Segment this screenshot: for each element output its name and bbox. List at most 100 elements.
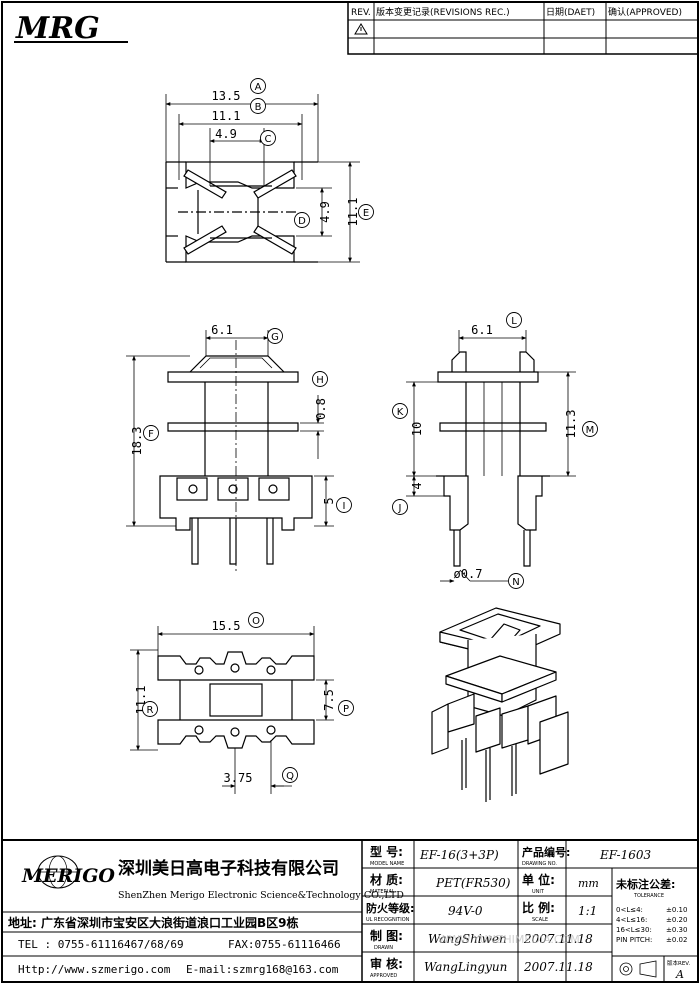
dimension-a-tag: A: [250, 78, 266, 94]
approved-label-en: APPROVED: [370, 973, 397, 979]
bottom-view-dimensions: [130, 626, 334, 794]
revisions-column-header: 版本变更记录(REVISIONS REC.): [376, 6, 510, 18]
dimension-c-value: 4.9: [215, 127, 237, 141]
bottom-view: [157, 651, 315, 749]
dimension-k-tag: K: [392, 403, 408, 419]
merigo-globe-icon: [37, 855, 79, 889]
dimension-n-tag-letter: N: [512, 577, 519, 588]
dimension-q-tag: Q: [282, 767, 298, 783]
dimension-k-value: 10: [410, 422, 424, 436]
drawing-no-label-en: DRAWING NO.: [522, 861, 557, 867]
scale-label: 比 例:: [522, 900, 555, 915]
tolerance-value: ±0.10: [666, 906, 687, 914]
company-name-cn: 深圳美日高电子科技有限公司: [118, 858, 339, 879]
approved-column-header: 确认(APPROVED): [608, 6, 682, 18]
version-value: A: [675, 968, 684, 981]
dimension-c-tag-letter: C: [265, 134, 272, 145]
dimension-h-tag-letter: H: [316, 375, 324, 386]
unit-label: 单 位:: [522, 872, 555, 887]
dimension-n-tag: N: [508, 573, 524, 589]
dimension-b-tag-letter: B: [255, 102, 262, 113]
tolerance-value: ±0.02: [666, 936, 687, 944]
fire-rating-label-en: UL RECOGNITION: [366, 917, 410, 923]
drawn-by-value: WangShiwen: [428, 932, 507, 946]
tolerance-title: 未标注公差:: [615, 877, 675, 891]
header: MRG REV. 版本变更记录(REVISIONS REC.) 日期(DAET)…: [14, 1, 699, 55]
version-label: 版本REV.: [667, 959, 690, 967]
merigo-logo: MERIGO: [21, 865, 115, 887]
top-view-dimensions: [165, 94, 360, 263]
drawn-label: 制 图:: [370, 928, 403, 943]
company-email: E-mail:szmrg168@163.com: [186, 963, 339, 976]
dimension-o-tag: O: [248, 612, 264, 628]
dimension-g-tag-letter: G: [271, 332, 279, 343]
unit-value: mm: [578, 877, 599, 890]
scale-label-en: SCALE: [532, 917, 548, 923]
tolerance-value: ±0.30: [666, 926, 687, 934]
tolerance-range: PIN PITCH:: [616, 936, 652, 944]
dimension-n-value: ø0.7: [454, 567, 483, 581]
dimension-d-value: 4.9: [318, 201, 332, 223]
dimension-e-tag: E: [358, 204, 374, 220]
material-label-en: MATERIAL: [370, 889, 395, 895]
dimension-f-tag: F: [143, 425, 159, 441]
dimension-h-value: 0.8: [314, 398, 328, 420]
dimension-e-tag-letter: E: [363, 208, 369, 219]
dimension-o-tag-letter: O: [252, 616, 260, 627]
company-website: Http://www.szmerigo.com: [18, 963, 171, 976]
dimension-j-tag-letter: J: [398, 503, 402, 514]
dimension-k-tag-letter: K: [397, 407, 404, 418]
dimension-r-tag-letter: R: [147, 705, 154, 716]
company-fax: FAX:0755-61116466: [228, 938, 341, 951]
dimension-p-tag: P: [338, 700, 354, 716]
tolerance-table: 0<L≤4: ±0.10 4<L≤16: ±0.20 16<L≤30: ±0.30PIN …: [616, 906, 687, 944]
drawing-no-label: 产品编号:: [522, 845, 570, 859]
revision-triangle-icon: [354, 23, 368, 35]
front-view: [159, 340, 313, 572]
projection-symbol-icon: [619, 960, 657, 978]
tolerance-range: 0<L≤4:: [616, 906, 643, 914]
model-label: 型 号:: [370, 844, 403, 859]
dimension-j-tag: J: [392, 499, 408, 515]
approved-label: 审 核:: [370, 956, 403, 971]
dimension-d-tag: D: [294, 212, 310, 228]
scale-value: 1:1: [578, 904, 597, 918]
dimension-m-value: 11.3: [564, 410, 578, 439]
dimension-j-value: 4: [410, 482, 424, 489]
dimension-m-tag: M: [582, 421, 598, 437]
tolerance-range: 16<L≤30:: [616, 926, 652, 934]
dimension-o-value: 15.5: [212, 619, 241, 633]
company-block: MERIGO 深圳美日高电子科技有限公司 ShenZhen Merigo Ele…: [8, 855, 404, 976]
dimension-g-tag: G: [267, 328, 283, 344]
fire-rating-value: 94V-0: [448, 904, 483, 918]
watermark: WWW.YUNZHIMEDIA.COM: [438, 933, 580, 946]
material-value: PET(FR530): [435, 876, 511, 890]
front-view-dimensions: [126, 330, 334, 527]
company-tel: TEL : 0755-61116467/68/69: [18, 938, 184, 951]
tolerance-range: 4<L≤16:: [616, 916, 647, 924]
dimension-a-tag-letter: A: [255, 82, 262, 93]
dimension-h-tag: H: [312, 371, 328, 387]
dimension-l-tag: L: [506, 312, 522, 328]
drawn-label-en: DRAWN: [374, 945, 393, 951]
dimension-f-tag-letter: F: [148, 429, 154, 440]
tolerance-value: ±0.20: [666, 916, 687, 924]
dimension-p-value: 7.5: [322, 689, 336, 711]
dimension-q-tag-letter: Q: [286, 771, 294, 782]
side-view: [436, 351, 550, 567]
top-view: [165, 161, 318, 263]
dimension-q-value: 3.75: [224, 771, 253, 785]
mrg-logo: MRG: [15, 11, 100, 46]
drawing-no-value: EF-1603: [599, 848, 652, 862]
model-value: EF-16(3+3P): [419, 848, 499, 862]
date-column-header: 日期(DAET): [546, 7, 595, 18]
model-label-en: MODEL NAME: [370, 861, 404, 867]
dimension-i-value: 5: [322, 497, 336, 504]
company-address: 地址: 广东省深圳市宝安区大浪街道浪口工业园B区9栋: [8, 915, 298, 930]
approved-by-value: WangLingyun: [424, 960, 507, 974]
spec-block: 型 号: MODEL NAME EF-16(3+3P) 产品编号: DRAWIN…: [366, 844, 690, 981]
dimension-d-tag-letter: D: [298, 216, 306, 227]
